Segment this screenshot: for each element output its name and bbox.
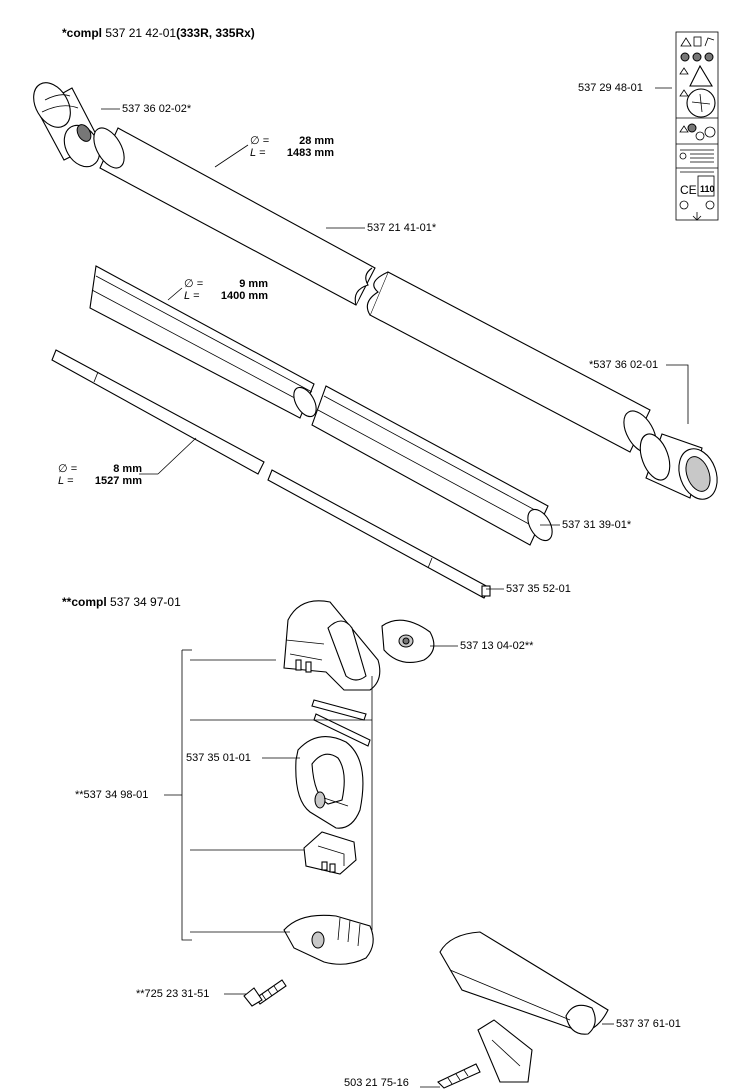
lower-clamp	[283, 914, 374, 965]
label-end-cap-bottom: *537 36 02-01	[589, 359, 659, 371]
shaft	[51, 349, 491, 599]
handle-loop	[295, 736, 364, 829]
dim-tube: ∅ =28 mm L =1483 mm	[250, 135, 334, 159]
label-liner: 537 31 39-01*	[562, 519, 632, 531]
label-end-cap-top: 537 36 02-02*	[122, 103, 192, 115]
screw	[243, 979, 287, 1007]
guard	[439, 931, 609, 1083]
dim-shaft: ∅ =8 mm L =1527 mm	[58, 463, 142, 487]
dim-liner: ∅ =9 mm L =1400 mm	[184, 278, 268, 302]
label-handle-assembly: **537 34 98-01	[75, 789, 149, 801]
label-decal: 537 29 48-01	[578, 82, 643, 94]
label-guard: 537 37 61-01	[616, 1018, 681, 1030]
end-cap-top	[33, 82, 101, 168]
clamp-plate	[311, 699, 371, 747]
tube	[93, 127, 657, 454]
bolt	[437, 1063, 481, 1089]
liner	[89, 265, 553, 546]
label-clamp-knob: 537 13 04-02**	[460, 640, 534, 652]
label-handle-loop: 537 35 01-01	[186, 752, 251, 764]
clamp-knob	[381, 619, 435, 663]
label-tube: 537 21 41-01*	[367, 222, 437, 234]
sound-level: 110	[700, 184, 715, 194]
ce-mark: CE	[680, 183, 697, 197]
compl-header-top: *compl 537 21 42-01(333R, 335Rx)	[62, 26, 255, 40]
label-screw: **725 23 31-51	[136, 988, 210, 1000]
compl-header-bottom: **compl 537 34 97-01	[62, 595, 181, 609]
decal-sheet: CE 110	[675, 31, 719, 221]
clamp-insert	[303, 831, 357, 875]
end-cap-bottom	[639, 433, 718, 500]
leader-lines	[101, 87, 689, 1088]
label-shaft: 537 35 52-01	[506, 583, 571, 595]
clamp-body	[283, 600, 381, 691]
label-bolt: 503 21 75-16	[344, 1077, 409, 1089]
